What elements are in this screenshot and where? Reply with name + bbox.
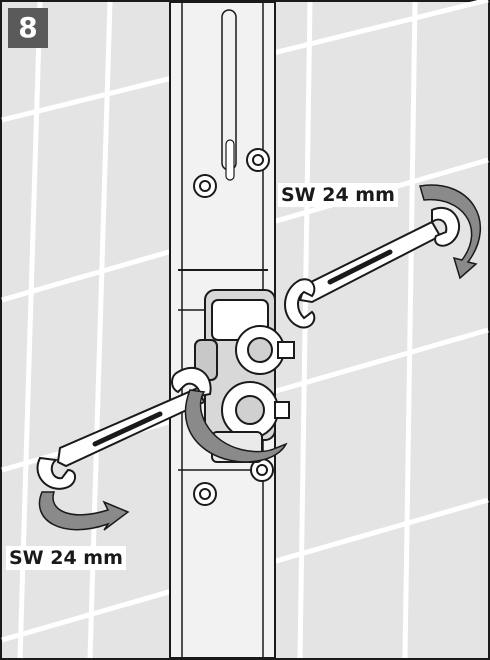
wrench-size-label-bottom: SW 24 mm <box>6 546 126 570</box>
rotation-arrow-upper <box>419 184 482 280</box>
step-number-badge: 8 <box>8 8 48 48</box>
upper-wrench <box>284 207 461 329</box>
wrench-size-label-top: SW 24 mm <box>278 183 398 207</box>
rotation-arrow-lower <box>38 491 130 531</box>
mounting-screws <box>193 148 274 506</box>
rotation-arrow-valve <box>184 389 288 463</box>
thermostat-valve-body <box>194 289 295 463</box>
